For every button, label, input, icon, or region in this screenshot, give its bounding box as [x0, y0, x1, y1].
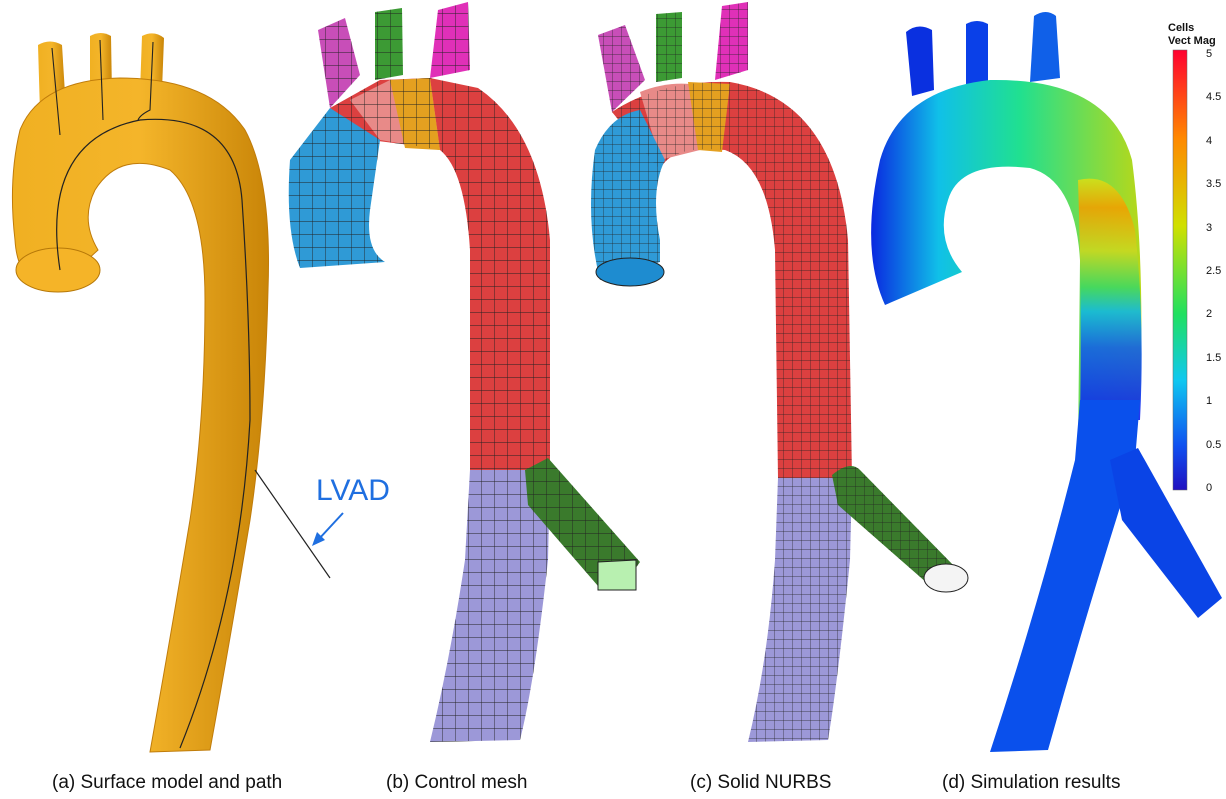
surface-model: [11, 33, 344, 753]
colorbar-tick-label: 3: [1206, 221, 1213, 234]
colorbar-tick-label: 2.5: [1206, 265, 1222, 277]
colorbar-tick-label: 0.5: [1206, 438, 1222, 451]
colorbar-tick-label: 1.5: [1206, 351, 1222, 364]
colorbar-title-line2: Vect Mag: [1168, 35, 1216, 47]
colorbar-tick-label: 1: [1206, 395, 1213, 408]
control-mesh: [288, 2, 640, 742]
solid-nurbs: [591, 2, 969, 742]
colorbar-tick-label: 4.5: [1206, 91, 1222, 104]
colorbar-tick-label: 4: [1206, 134, 1213, 147]
simulation-results: [871, 12, 1222, 752]
lvad-label: LVAD: [316, 474, 390, 507]
colorbar-title-line1: Cells: [1168, 22, 1195, 34]
caption-simulation-results: (d) Simulation results: [942, 772, 1121, 793]
colorbar-tick-label: 3.5: [1206, 178, 1222, 191]
colorbar: [1172, 49, 1188, 491]
caption-control-mesh: (b) Control mesh: [386, 772, 528, 793]
colorbar-tick-label: 2: [1206, 308, 1213, 321]
colorbar-tick-label: 5: [1206, 48, 1213, 60]
caption-surface-model: (a) Surface model and path: [52, 772, 283, 793]
colorbar-tick-label: 0: [1206, 482, 1213, 494]
caption-solid-nurbs: (c) Solid NURBS: [690, 772, 832, 793]
